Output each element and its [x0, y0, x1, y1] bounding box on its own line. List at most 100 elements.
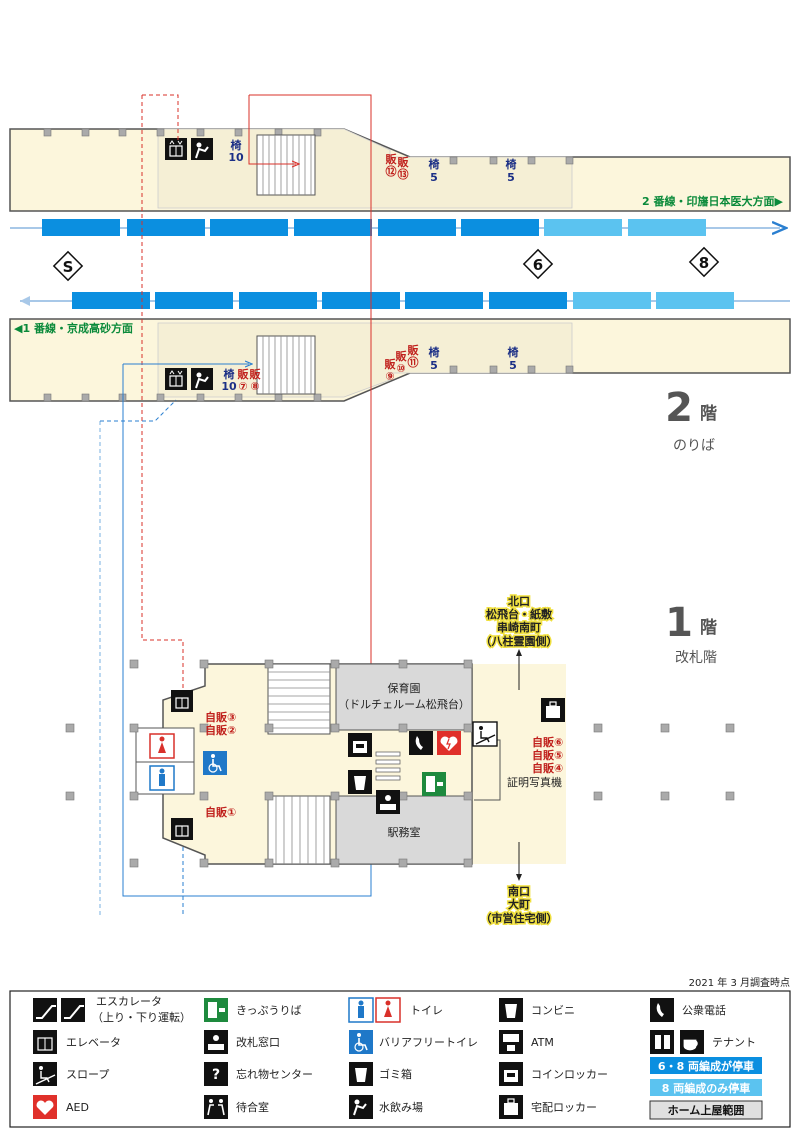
legend-convenience: コンビニ [531, 1004, 575, 1017]
car-marker-6: 6 [522, 248, 554, 280]
legend-coin-locker: コインロッカー [531, 1068, 608, 1081]
seat-label: 椅 [231, 138, 242, 152]
delivery-locker-icon [499, 1095, 523, 1119]
toilet-male-icon [149, 765, 175, 791]
stairs-upper [256, 134, 316, 196]
seat-label: 椅 [508, 345, 519, 359]
seat-count: 10 [221, 380, 237, 393]
nursery-name: 保育園 [388, 681, 421, 695]
barrier-free-toilet-icon [349, 1030, 373, 1054]
floor2-number: 2 [665, 385, 693, 431]
legend-barrier-free-toilet: バリアフリートイレ [379, 1036, 478, 1049]
vending-6: 自販⑥ [532, 735, 563, 749]
seat-count: 5 [430, 171, 438, 184]
legend-escalator: エスカレータ [96, 995, 162, 1008]
vending-number: ⑦ [238, 380, 247, 393]
svg-text:S: S [63, 258, 74, 276]
vending-number: ⑬ [398, 167, 409, 181]
floor2-suffix: 階 [700, 404, 717, 424]
legend-tenant: テナント [712, 1036, 756, 1049]
legend-trash: ゴミ箱 [379, 1067, 412, 1081]
south-exit-line1: 大町 [508, 897, 530, 911]
gate-window-icon [376, 790, 400, 814]
toilet-female-icon [149, 733, 175, 759]
tracks: S 6 8 [10, 219, 790, 309]
vending-label: 販 [250, 367, 262, 381]
stairs-1f-lower [267, 795, 331, 865]
floor2-name: のりば [673, 438, 715, 454]
water-fountain-icon [191, 368, 213, 390]
svg-text:6: 6 [533, 256, 543, 274]
barrier-free-toilet-icon [203, 751, 227, 775]
waiting-room-icon [204, 1095, 228, 1119]
vending-2: 自販② [205, 723, 236, 737]
track2-direction: 2 番線・印旛日本医大方面▶ [642, 194, 783, 208]
vending-label: 販 [408, 343, 420, 357]
toilet-icon [348, 997, 401, 1023]
coin-locker-icon [499, 1062, 523, 1086]
north-exit-line2: 串崎南町 [497, 620, 541, 634]
vending-4: 自販④ [532, 761, 563, 775]
aed-icon [437, 731, 461, 755]
svg-text:6・8 両編成が停車: 6・8 両編成が停車 [658, 1059, 754, 1073]
svg-text:8 両編成のみ停車: 8 両編成のみ停車 [662, 1081, 750, 1095]
floor1-number: 1 [665, 600, 693, 646]
aed-icon [33, 1095, 57, 1119]
legend-ticket: きっぷうりば [236, 1004, 302, 1017]
elevator-icon [33, 1030, 57, 1054]
north-exit-title: 北口 [508, 594, 530, 608]
svg-text:ホーム上屋範囲: ホーム上屋範囲 [668, 1103, 745, 1117]
svg-text:8: 8 [699, 254, 709, 272]
atm-icon [499, 1030, 523, 1054]
tenant-icon [650, 1030, 704, 1054]
north-exit-line1: 松飛台・紙敷 [486, 607, 553, 621]
vending-number: ⑪ [408, 355, 419, 369]
floor1-suffix: 階 [700, 618, 717, 638]
stop-6-8-swatch: 6・8 両編成が停車 [650, 1057, 762, 1074]
seat-label: 椅 [506, 157, 517, 171]
legend-aed: AED [66, 1101, 89, 1114]
elevator-icon [171, 690, 193, 712]
legend-slope: スロープ [66, 1068, 109, 1081]
vending-number: ⑩ [396, 362, 405, 375]
elevator-icon [171, 818, 193, 840]
vending-label: 販 [398, 155, 410, 169]
vending-number: ⑫ [386, 164, 397, 178]
ticket-gates [375, 751, 401, 781]
vending-5: 自販⑤ [532, 748, 563, 762]
nursery-sub: （ドルチェルーム松飛台） [338, 697, 470, 711]
seat-count: 5 [507, 171, 515, 184]
vending-label: 販 [396, 349, 408, 363]
floor1-name: 改札階 [675, 650, 717, 666]
vending-number: ⑨ [385, 370, 394, 383]
coin-locker-icon [348, 733, 372, 757]
water-fountain-icon [349, 1095, 373, 1119]
south-exit-line2: （市営住宅側） [481, 911, 558, 925]
legend-atm: ATM [531, 1036, 554, 1049]
car-marker-s: S [52, 250, 84, 282]
north-exit: 北口 松飛台・紙敷 串崎南町 （八柱霊園側） [479, 593, 559, 690]
trash-icon [349, 1062, 373, 1086]
slope-icon [472, 721, 498, 747]
elevator-icon [165, 138, 187, 160]
seat-label: 椅 [224, 367, 235, 381]
legend-water-fountain: 水飲み場 [379, 1100, 423, 1114]
station-office: 駅務室 [388, 825, 421, 839]
south-exit-title: 南口 [508, 884, 530, 898]
roof-range-swatch: ホーム上屋範囲 [649, 1100, 763, 1120]
ticket-machine-icon [204, 998, 228, 1022]
south-exit: 南口 大町 （市営住宅側） [479, 842, 559, 927]
car-marker-8: 8 [688, 246, 720, 278]
stop-8-swatch: 8 両編成のみ停車 [650, 1079, 762, 1096]
slope-icon [33, 1062, 57, 1086]
vending-label: 販 [238, 367, 250, 381]
gate-window-icon [204, 1030, 228, 1054]
vending-label: 販 [385, 357, 397, 371]
legend-gate-window: 改札窓口 [236, 1035, 280, 1049]
elevator-icon [165, 368, 187, 390]
train-track1 [72, 292, 734, 309]
stairs-lower [256, 335, 316, 395]
seat-count: 5 [509, 359, 517, 372]
